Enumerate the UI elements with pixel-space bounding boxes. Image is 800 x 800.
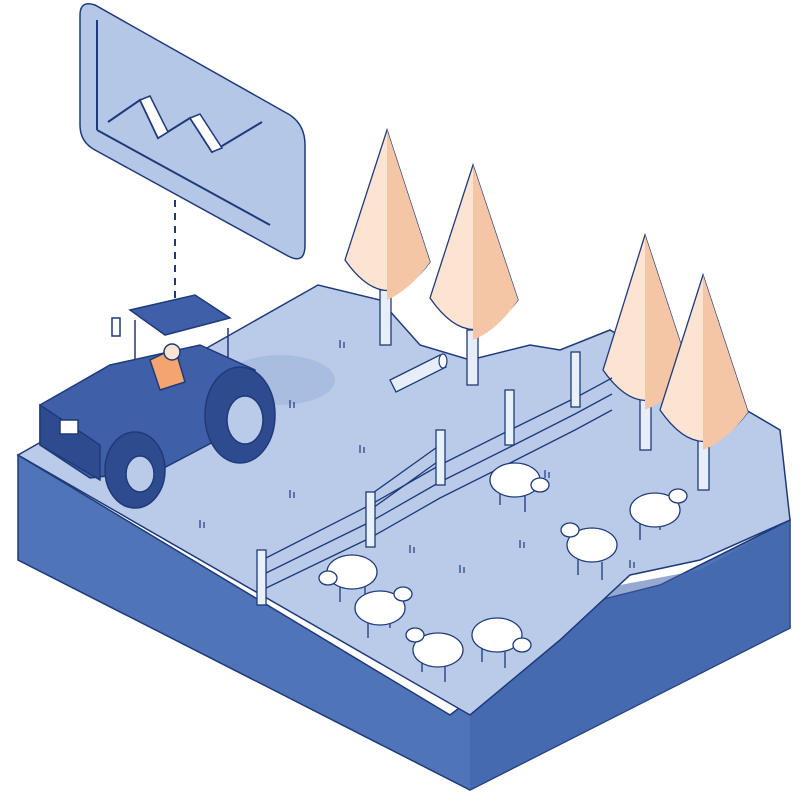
sheep bbox=[318, 462, 688, 682]
info-panel bbox=[79, 3, 306, 300]
fence-post bbox=[504, 389, 515, 446]
fallen-log bbox=[389, 353, 448, 393]
sheep-7 bbox=[471, 617, 532, 668]
fence bbox=[256, 351, 613, 606]
tree-2 bbox=[429, 162, 519, 386]
zigzag-chart-icon bbox=[107, 95, 263, 154]
sheep-1 bbox=[489, 462, 550, 512]
panel-axis-horizontal bbox=[96, 129, 271, 226]
sheep-4 bbox=[318, 554, 378, 602]
sheep-6 bbox=[405, 627, 464, 682]
fence-post bbox=[365, 491, 376, 548]
grass-tufts bbox=[199, 340, 635, 573]
sheep-5 bbox=[354, 586, 413, 638]
sheep-3 bbox=[560, 522, 618, 580]
panel-shape bbox=[79, 3, 306, 260]
ground-side-shade bbox=[470, 520, 790, 790]
tree-4 bbox=[659, 272, 749, 491]
fence-post bbox=[570, 351, 581, 408]
fence-post bbox=[435, 429, 446, 486]
tractor bbox=[39, 294, 335, 509]
sheep-2 bbox=[629, 488, 688, 540]
fence-post bbox=[256, 549, 267, 606]
tree-1 bbox=[344, 127, 431, 346]
